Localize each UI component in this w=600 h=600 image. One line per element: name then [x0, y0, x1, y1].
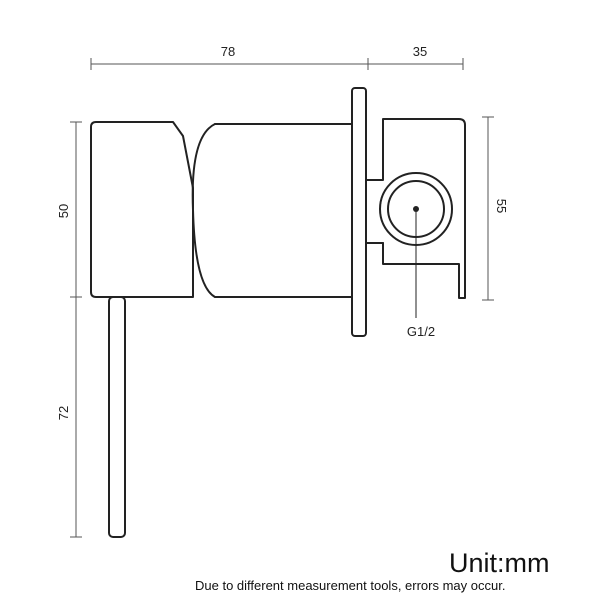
disclaimer-note: Due to different measurement tools, erro… [195, 578, 506, 593]
valve-body [214, 123, 353, 298]
dim-label-35: 35 [413, 44, 427, 59]
wall-flange [351, 87, 367, 337]
dim-label-78: 78 [221, 44, 235, 59]
lever [108, 296, 126, 538]
valve-housing [365, 118, 466, 299]
connection-label: G1/2 [407, 324, 435, 339]
dim-label-55: 55 [494, 199, 509, 213]
handle-joint [191, 123, 216, 298]
handle-block [90, 121, 194, 298]
dim-label-72: 72 [56, 406, 71, 420]
unit-label: Unit:mm [449, 548, 550, 578]
dim-label-50: 50 [56, 204, 71, 218]
